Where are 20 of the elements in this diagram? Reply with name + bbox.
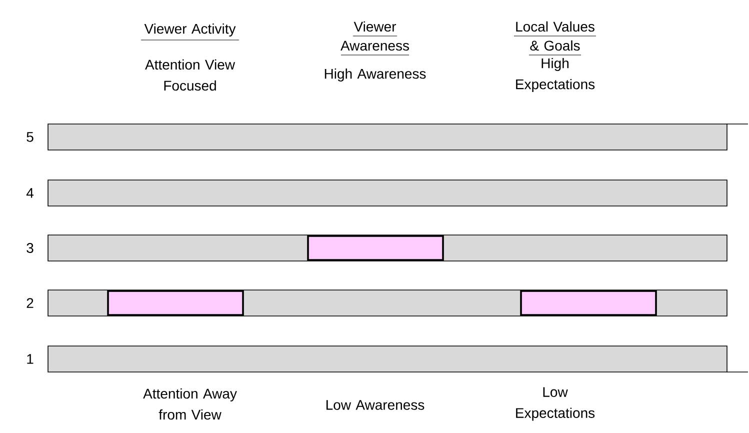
rating-box <box>307 235 444 261</box>
rating-box <box>107 290 244 316</box>
scale-end-label: Low Expectations <box>516 387 595 421</box>
column-heading: Viewer Activity <box>144 23 236 37</box>
scale-bar <box>48 180 728 206</box>
level-number: 1 <box>27 354 34 364</box>
level-number: 3 <box>26 243 34 253</box>
scale-bar <box>48 124 728 150</box>
column-heading: Local Values & Goals <box>516 21 594 51</box>
scale-end-label: Attention View Focused <box>145 59 236 91</box>
scale-end-label: Attention Away from View <box>143 388 237 420</box>
level-number: 4 <box>26 188 34 198</box>
scale-bar <box>48 346 728 372</box>
rating-box <box>520 290 657 316</box>
scale-end-label: Low Awareness <box>326 400 424 410</box>
column-heading: Viewer Awareness <box>340 21 409 51</box>
scale-end-label: High Awareness <box>324 68 426 82</box>
level-number: 5 <box>26 132 34 142</box>
level-number: 2 <box>26 298 34 308</box>
scale-end-label: High Expectations <box>516 58 595 92</box>
